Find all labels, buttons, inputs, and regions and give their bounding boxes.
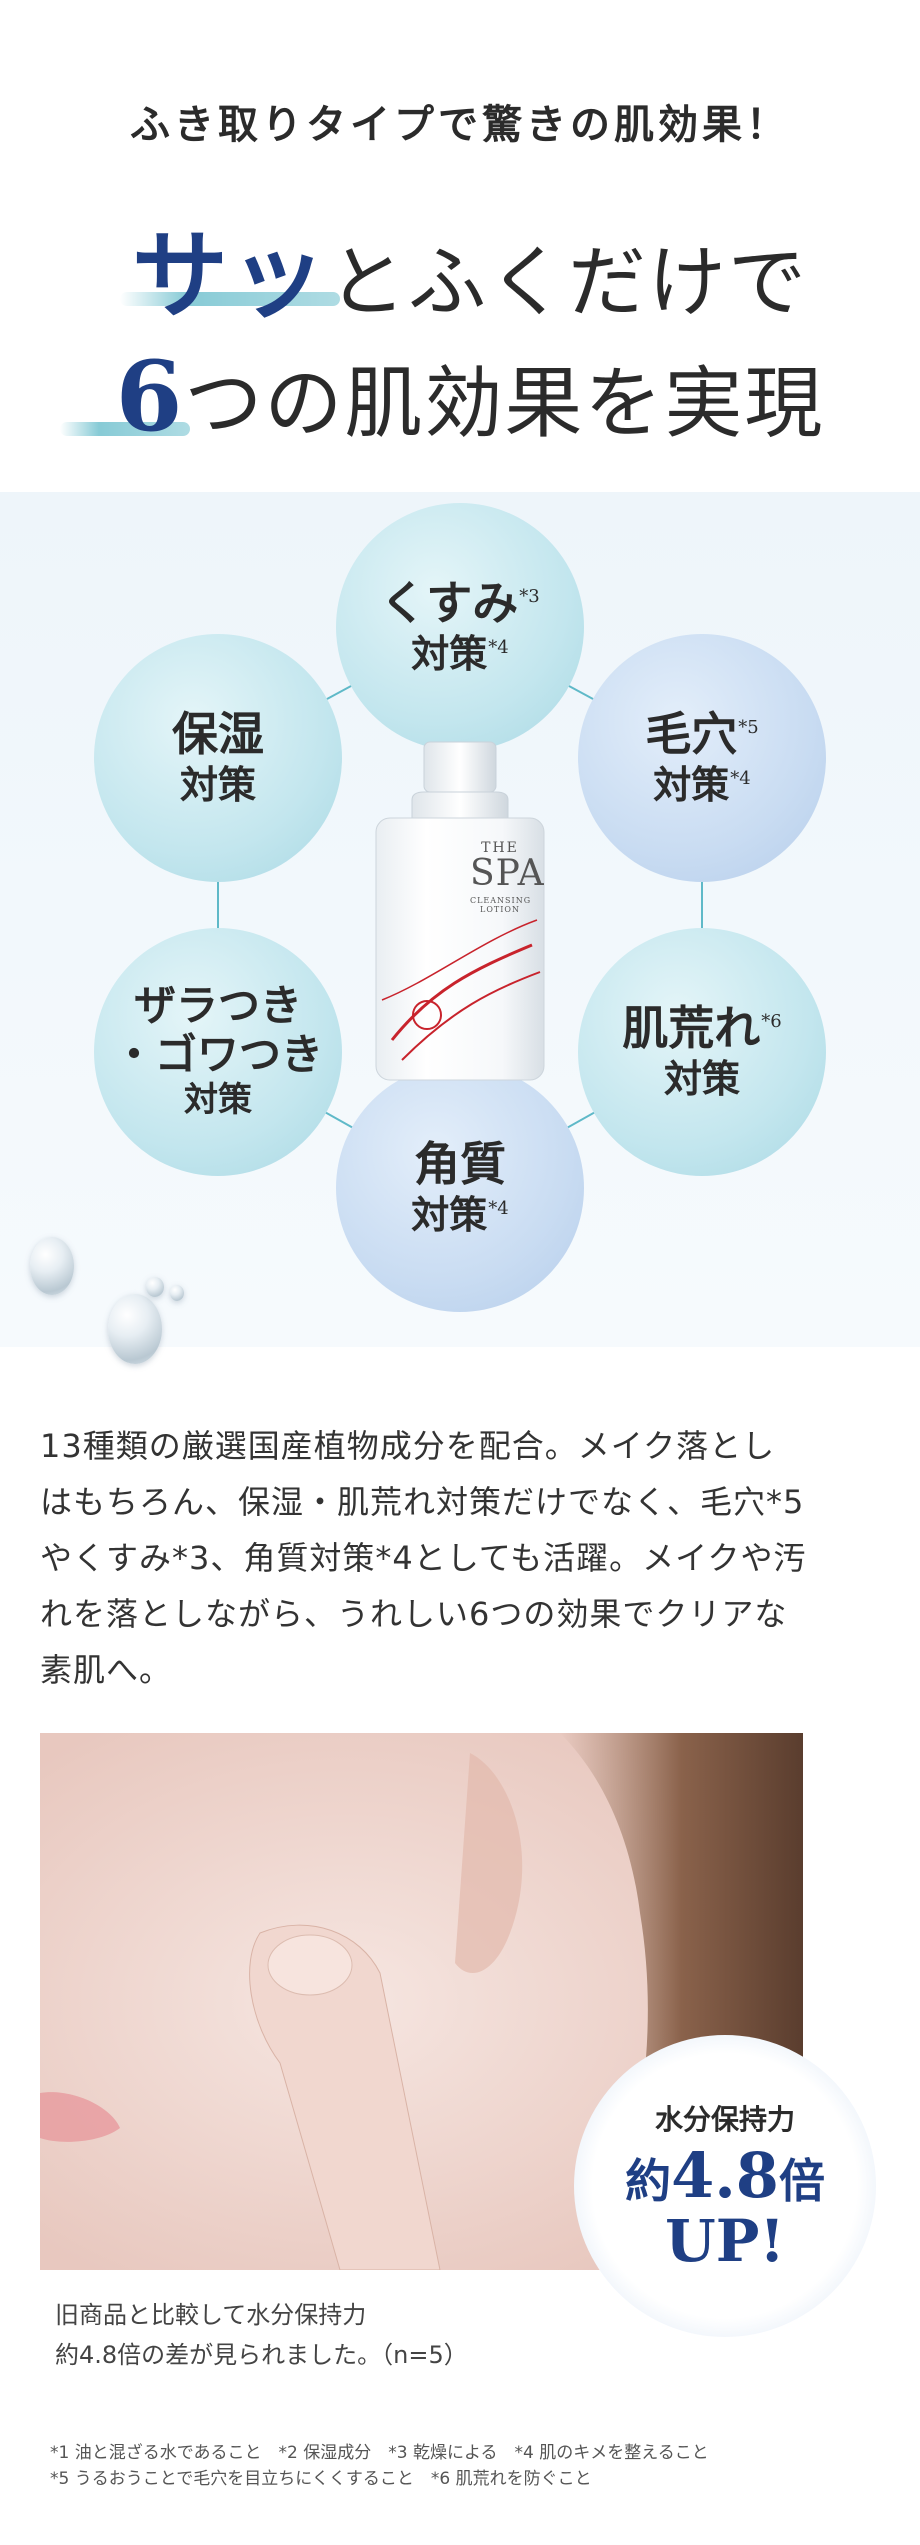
hero-accent-satto: サッ [131, 219, 328, 332]
hero-headline-line2: 6つの肌効果を実現 [60, 340, 880, 453]
description-line: やくすみ*3、角質対策*4としても活躍。メイクや汚 [40, 1539, 807, 1577]
moisture-badge: 水分保持力 約4.8倍 UP! [574, 2035, 876, 2337]
badge-prefix: 約 [625, 2154, 672, 2208]
footnote-mark: *5 [738, 717, 759, 739]
brand-the: THE [481, 840, 519, 856]
footnote-line: *5 うるおうことで毛穴を目立ちにくくすること *6 肌荒れを防ぐこと [50, 2469, 592, 2489]
description-line: はもちろん、保湿・肌荒れ対策だけでなく、毛穴*5 [40, 1483, 805, 1521]
footnote-mark: *4 [730, 768, 751, 790]
caption-line: 旧商品と比較して水分保持力 [55, 2301, 367, 2329]
effect-title-line2: ・ゴワつき [112, 1029, 323, 1079]
effect-title: 角質 [414, 1136, 506, 1191]
footnote-mark: *4 [488, 1198, 509, 1220]
effect-subtitle: 対策 [411, 1191, 488, 1237]
badge-number: 4.8 [671, 2139, 779, 2212]
effect-title: 肌荒れ [622, 1000, 761, 1055]
description-line: 素肌へ。 [40, 1651, 173, 1689]
effect-title: 保湿 [172, 706, 264, 761]
badge-value: 約4.8倍 [625, 2139, 825, 2212]
footnote-mark: *6 [761, 1011, 782, 1033]
brush-stroke-decoration [120, 292, 340, 306]
hero-subtitle: ふき取りタイプで驚きの肌効果！ [130, 102, 790, 148]
footnote-mark: *4 [488, 637, 509, 659]
brand-spa: SPA [470, 853, 545, 894]
bottle-label: THE SPA CLEANSING LOTION [470, 840, 545, 914]
caption-line: 約4.8倍の差が見られました。（n=5） [55, 2341, 468, 2369]
hero-accent-six: 6 [115, 340, 185, 453]
footnotes: *1 油と混ざる水であること *2 保湿成分 *3 乾燥による *4 肌のキメを… [50, 2440, 890, 2492]
water-droplet [170, 1285, 184, 1301]
footnote-line: *1 油と混ざる水であること *2 保湿成分 *3 乾燥による *4 肌のキメを… [50, 2443, 709, 2463]
effect-circle-roughness: ザラつき ・ゴワつき 対策 [94, 928, 342, 1176]
brush-stroke-decoration-2 [60, 422, 190, 436]
product-bottle: THE SPA CLEANSING LOTION [372, 740, 548, 1089]
effect-circle-keratin: 角質 対策*4 [336, 1064, 584, 1312]
effect-subtitle: 対策 [411, 630, 488, 676]
effects-diagram: くすみ*3 対策*4 保湿 対策 毛穴*5 対策*4 ザラつき ・ゴワつき 対策… [0, 492, 920, 1364]
effect-title: 毛穴 [645, 706, 738, 761]
badge-unit: 倍 [778, 2154, 825, 2208]
footnote-mark: *3 [519, 586, 540, 608]
photo-caption: 旧商品と比較して水分保持力 約4.8倍の差が見られました。（n=5） [55, 2295, 555, 2375]
badge-up: UP! [665, 2207, 785, 2276]
badge-label: 水分保持力 [654, 2103, 795, 2136]
effect-circle-dullness: くすみ*3 対策*4 [336, 503, 584, 751]
hero-line1-text: とふくだけで [327, 238, 808, 328]
hero-headline-line1: サッとふくだけで [60, 198, 880, 337]
hero-section: ふき取りタイプで驚きの肌効果！ サッとふくだけで 6つの肌効果を実現 [0, 0, 920, 490]
effect-subtitle: 対策 [663, 1055, 740, 1101]
water-droplet [146, 1277, 164, 1297]
effect-circle-moisturizing: 保湿 対策 [94, 634, 342, 882]
product-name: CLEANSING LOTION [470, 896, 532, 914]
description-text: 13種類の厳選国産植物成分を配合。メイク落とし はもちろん、保湿・肌荒れ対策だけ… [40, 1418, 880, 1698]
water-droplet [108, 1294, 162, 1364]
effect-subtitle: 対策 [179, 761, 256, 807]
effect-title: くすみ [380, 575, 519, 630]
hero-line2-text: つの肌効果を実現 [184, 359, 825, 449]
description-line: れを落としながら、うれしい6つの効果でクリアな [40, 1595, 788, 1633]
effect-circle-pores: 毛穴*5 対策*4 [578, 634, 826, 882]
effect-subtitle: 対策 [653, 761, 730, 807]
effect-circle-skin-roughness: 肌荒れ*6 対策 [578, 928, 826, 1176]
description-line: 13種類の厳選国産植物成分を配合。メイク落とし [40, 1427, 776, 1465]
effect-subtitle: 対策 [184, 1080, 252, 1121]
water-droplet [30, 1237, 74, 1295]
effect-title: ザラつき [133, 981, 302, 1031]
